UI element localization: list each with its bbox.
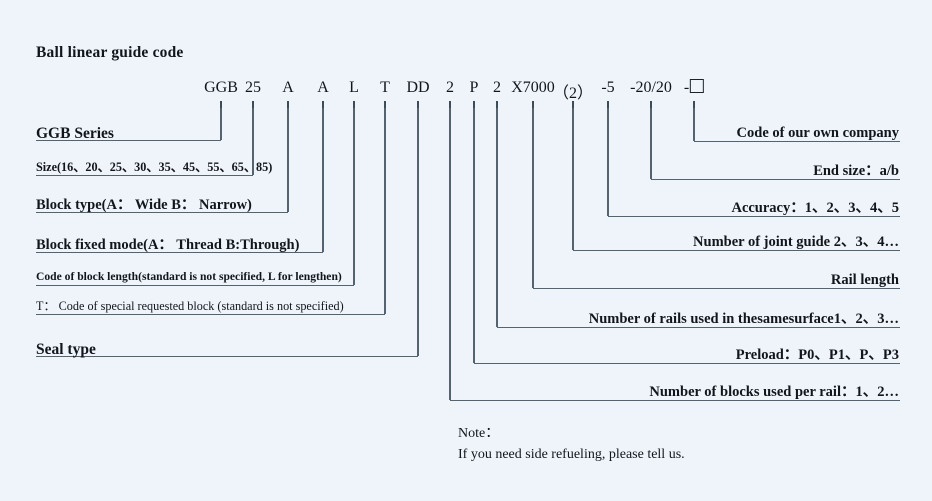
- left-underline-1: [36, 175, 253, 177]
- left-leader-5: [384, 108, 386, 314]
- code-tick-14: [693, 101, 695, 108]
- note-body: If you need side refueling, please tell …: [458, 447, 685, 462]
- code-tick-0: [220, 101, 222, 108]
- code-tick-2: [287, 101, 289, 108]
- code-tick-8: [473, 101, 475, 108]
- code-tick-9: [496, 101, 498, 108]
- page-title: Ball linear guide code: [36, 44, 184, 61]
- code-token-1: 25: [245, 79, 261, 96]
- code-token-5: T: [380, 79, 390, 96]
- right-underline-1: [651, 179, 900, 181]
- left-label-1: Size(16、20、25、30、35、45、55、65、85): [36, 160, 273, 174]
- right-label-1: End size：a/b: [813, 163, 899, 179]
- right-leader-3: [572, 108, 574, 250]
- code-tick-6: [417, 101, 419, 108]
- right-leader-0: [693, 108, 695, 141]
- left-leader-1: [252, 108, 254, 175]
- right-underline-4: [533, 288, 900, 290]
- left-label-3: Block fixed mode(A： Thread B:Through): [36, 237, 300, 253]
- code-token-6: DD: [406, 79, 430, 96]
- code-token-4: L: [349, 79, 359, 96]
- code-token-14: -: [683, 79, 705, 97]
- right-label-2: Accuracy：1、2、3、4、5: [731, 200, 899, 216]
- code-token-2: A: [282, 79, 294, 96]
- code-tick-10: [532, 101, 534, 108]
- code-tick-13: [650, 101, 652, 108]
- blank-box-icon: [690, 79, 705, 93]
- code-tick-12: [607, 101, 609, 108]
- code-token-10: X7000: [511, 79, 555, 96]
- note-heading: Note：: [458, 426, 500, 441]
- left-leader-2: [287, 108, 289, 212]
- right-underline-6: [474, 363, 900, 365]
- code-tick-4: [353, 101, 355, 108]
- left-underline-2: [36, 212, 288, 214]
- left-label-6: Seal type: [36, 341, 96, 358]
- code-token-12: -5: [601, 79, 615, 96]
- left-label-2: Block type(A： Wide B： Narrow): [36, 197, 252, 213]
- right-leader-1: [650, 108, 652, 179]
- code-token-11: （2）: [552, 85, 594, 102]
- left-underline-0: [36, 140, 221, 142]
- code-token-0: GGB: [204, 79, 238, 96]
- left-underline-3: [36, 252, 323, 254]
- code-token-7: 2: [446, 79, 454, 96]
- left-leader-6: [417, 108, 419, 356]
- left-label-4: Code of block length(standard is not spe…: [36, 270, 342, 283]
- right-label-3: Number of joint guide 2、3、4…: [693, 234, 899, 250]
- right-label-0: Code of our own company: [736, 125, 899, 141]
- right-leader-6: [473, 108, 475, 363]
- left-underline-4: [36, 285, 354, 287]
- code-tick-11: [572, 101, 574, 108]
- right-underline-7: [450, 400, 900, 402]
- left-underline-5: [36, 314, 385, 316]
- right-leader-2: [607, 108, 609, 216]
- code-token-13: -20/20: [630, 79, 672, 96]
- left-underline-6: [36, 356, 418, 358]
- right-label-6: Preload：P0、P1、P、P3: [735, 347, 899, 363]
- right-underline-2: [608, 216, 900, 218]
- right-underline-5: [497, 327, 900, 329]
- code-tick-5: [384, 101, 386, 108]
- right-label-5: Number of rails used in thesamesurface1、…: [588, 311, 899, 327]
- right-underline-0: [694, 141, 900, 143]
- right-leader-7: [449, 108, 451, 400]
- code-tick-1: [252, 101, 254, 108]
- code-tick-7: [449, 101, 451, 108]
- code-token-3: A: [317, 79, 329, 96]
- right-leader-4: [532, 108, 534, 288]
- left-label-0: GGB Series: [36, 125, 114, 142]
- code-token-9: 2: [493, 79, 501, 96]
- code-token-text: -: [683, 79, 690, 96]
- code-tick-3: [322, 101, 324, 108]
- right-label-7: Number of blocks used per rail：1、2…: [649, 384, 899, 400]
- left-leader-0: [220, 108, 222, 140]
- right-underline-3: [573, 250, 900, 252]
- right-label-4: Rail length: [830, 272, 899, 288]
- left-leader-3: [322, 108, 324, 252]
- right-leader-5: [496, 108, 498, 327]
- left-leader-4: [353, 108, 355, 285]
- left-label-5: T： Code of special requested block (stan…: [36, 299, 344, 313]
- code-token-8: P: [469, 79, 479, 96]
